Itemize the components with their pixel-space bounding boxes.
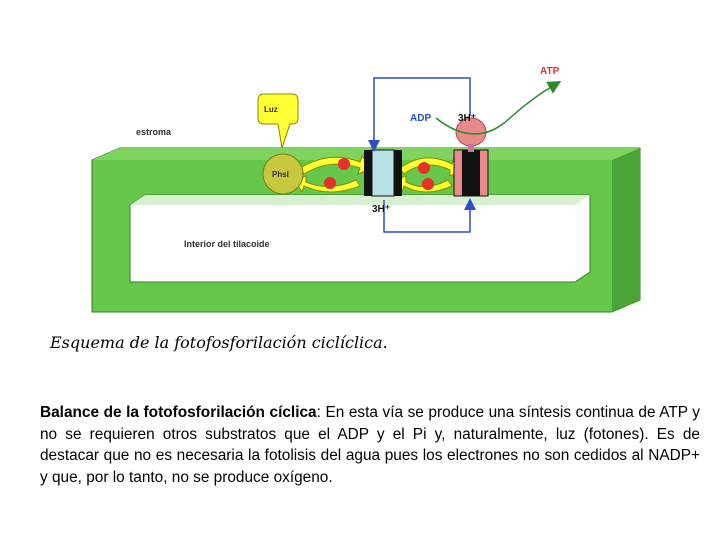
paragraph-body: : En esta vía se produce una síntesis co… (40, 404, 700, 486)
h-bottom-label: 3H⁺ (372, 204, 390, 215)
paragraph-title: Balance de la fotofosforilación cíclica (40, 404, 317, 421)
electron (422, 178, 434, 190)
atp-synthase (453, 117, 489, 197)
balance-paragraph: Balance de la fotofosforilación cíclica:… (40, 402, 700, 488)
phsi-complex: PhsI (262, 153, 304, 195)
interior-label: Interior del tilacoide (184, 239, 270, 249)
adp-label: ADP (410, 113, 431, 124)
electron (324, 177, 336, 189)
proton-loop-bottom-arrow (383, 198, 476, 233)
atp-synthesis-arrow (435, 80, 562, 135)
electrons (324, 158, 434, 190)
luz-callout: Luz (257, 93, 299, 149)
h-top-label: 3H⁺ (458, 113, 476, 124)
atp-label: ATP (540, 66, 560, 77)
luz-label: Luz (264, 105, 278, 114)
proton-loop-top-arrow (368, 77, 471, 152)
estroma-label: estroma (136, 127, 172, 137)
fotofosforilacion-diagram: estroma Interior del tilacoide Luz PhsI (91, 66, 641, 313)
electron (338, 158, 350, 170)
diagram-caption: Esquema de la fotofosforilación ciclícli… (50, 333, 388, 352)
cytochrome-complex (364, 149, 402, 197)
phsi-label: PhsI (272, 170, 289, 179)
electron (418, 162, 430, 174)
